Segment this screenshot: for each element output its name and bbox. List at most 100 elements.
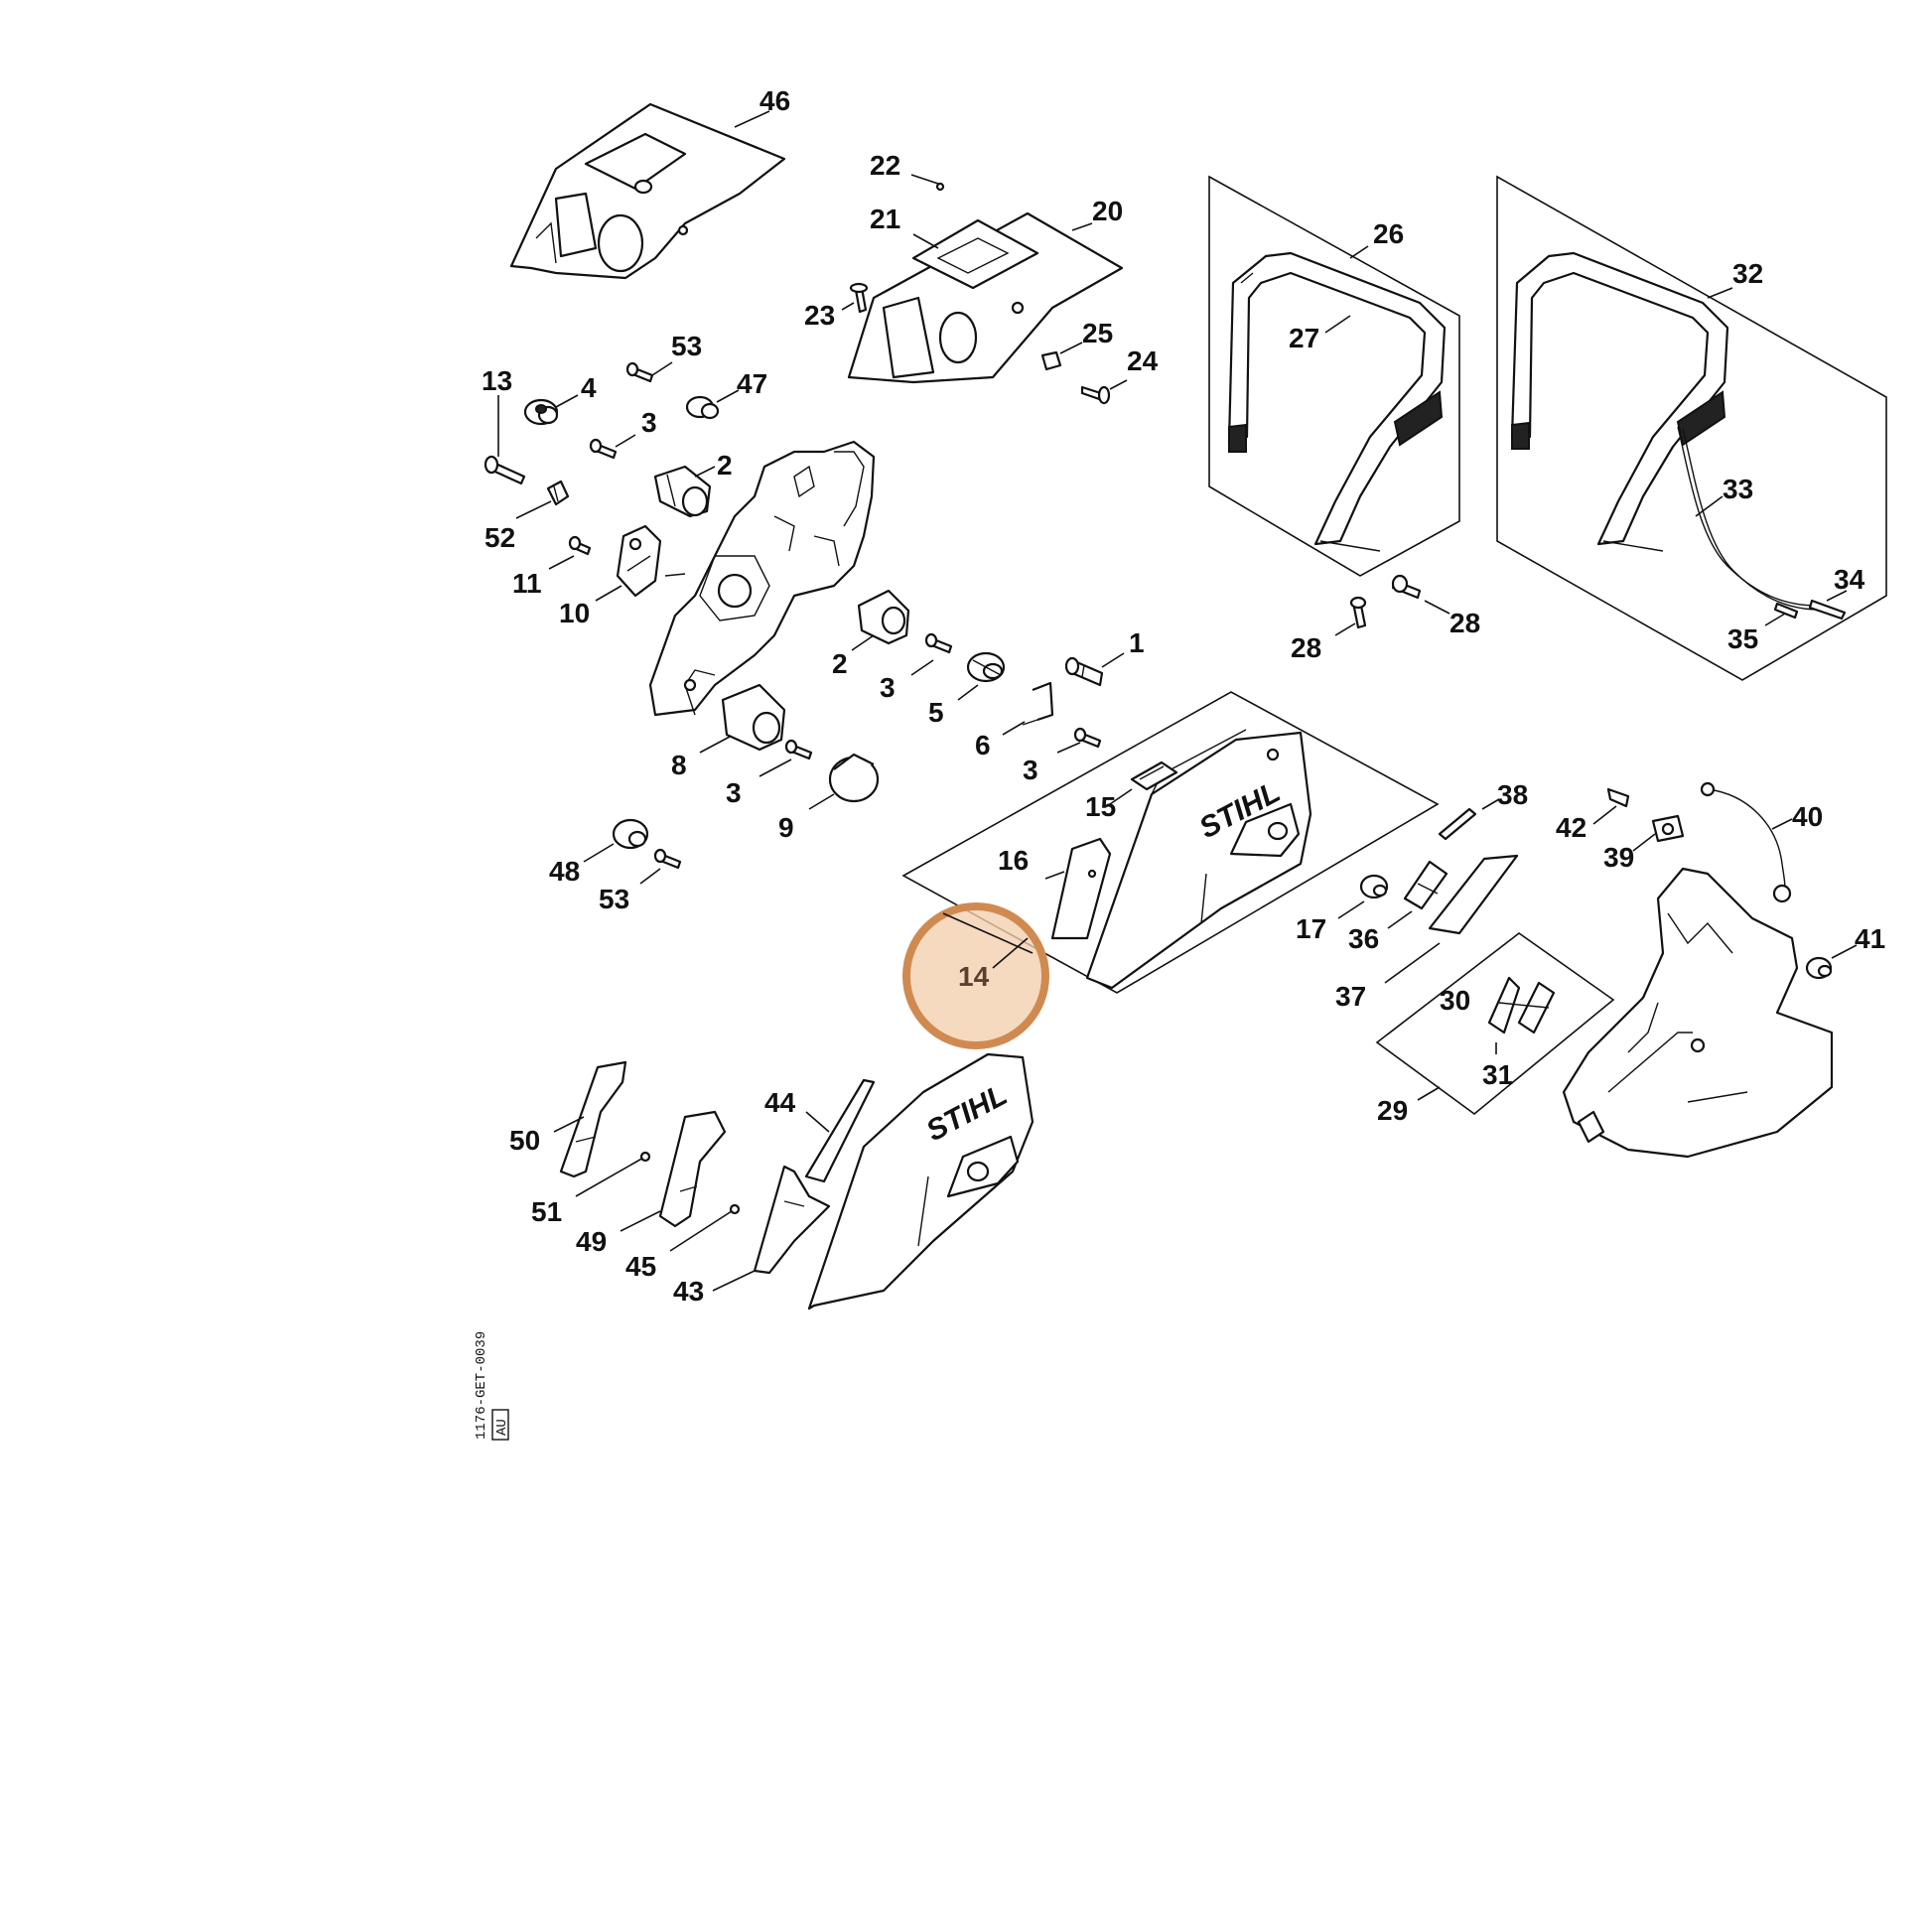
part-25-nut[interactable] [1040, 350, 1062, 371]
callout-42[interactable]: 42 [1556, 812, 1587, 843]
part-4-plug[interactable] [523, 398, 559, 426]
callout-48[interactable]: 48 [549, 856, 580, 887]
part-33-cable[interactable] [1677, 426, 1820, 611]
part-28-screw-a[interactable] [1391, 574, 1422, 600]
part-45-pin[interactable] [669, 1203, 741, 1252]
part-11-screw[interactable] [568, 535, 592, 556]
part-26-handle[interactable] [1227, 251, 1447, 552]
callout-1[interactable]: 1 [1129, 627, 1145, 658]
part-40-cable[interactable] [1700, 781, 1792, 903]
callout-30[interactable]: 30 [1440, 985, 1470, 1016]
part-28-screw-b[interactable] [1349, 596, 1367, 629]
callout-47[interactable]: 47 [737, 368, 767, 399]
highlight-14-circle[interactable] [902, 902, 1049, 1049]
callout-24[interactable]: 24 [1127, 345, 1159, 376]
part-52-clip[interactable] [546, 480, 570, 506]
part-2-buffer-top[interactable] [653, 465, 712, 518]
callout-9[interactable]: 9 [778, 812, 794, 843]
callout-6[interactable]: 6 [975, 730, 991, 760]
part-8-buffer[interactable] [721, 683, 786, 752]
callout-23[interactable]: 23 [804, 300, 835, 331]
part-39-pin[interactable] [1651, 814, 1685, 843]
callout-5[interactable]: 5 [928, 697, 944, 728]
part-50-guard[interactable] [559, 1060, 627, 1178]
part-37-guide-plate[interactable] [1428, 854, 1519, 935]
part-42-screw[interactable] [1606, 787, 1630, 808]
part-30-chain-catcher[interactable] [1487, 976, 1556, 1035]
part-22-pin[interactable] [910, 174, 945, 192]
callout-25[interactable]: 25 [1082, 318, 1113, 348]
part-3-screw-a[interactable] [589, 438, 618, 460]
callout-44[interactable]: 44 [764, 1087, 796, 1118]
callout-36[interactable]: 36 [1348, 923, 1379, 954]
part-51-pin[interactable] [575, 1151, 651, 1197]
part-13-screw[interactable] [483, 455, 526, 485]
part-38-pin[interactable] [1438, 807, 1477, 841]
callout-15[interactable]: 15 [1085, 791, 1116, 822]
callout-26[interactable]: 26 [1373, 218, 1404, 249]
part-34-ferrule[interactable] [1808, 599, 1847, 621]
part-2-buffer-mid[interactable] [857, 589, 910, 645]
callout-52[interactable]: 52 [484, 522, 515, 553]
part-32-handle[interactable] [1510, 251, 1729, 552]
part-3-screw-c[interactable] [1073, 727, 1102, 749]
part-24-screw[interactable] [1080, 385, 1111, 405]
part-5-sprocket[interactable] [966, 651, 1006, 683]
callout-40[interactable]: 40 [1792, 801, 1823, 832]
callout-49[interactable]: 49 [576, 1226, 607, 1257]
part-21-decal[interactable] [911, 218, 1039, 290]
part-20-cover[interactable] [847, 211, 1124, 384]
callout-2-mid[interactable]: 2 [832, 648, 848, 679]
part-35-ferrule[interactable] [1773, 602, 1799, 620]
callout-32[interactable]: 32 [1732, 258, 1763, 289]
callout-16[interactable]: 16 [998, 845, 1029, 876]
part-3-screw-d[interactable] [784, 739, 813, 760]
callout-28-left[interactable]: 28 [1291, 632, 1321, 663]
callout-3-a[interactable]: 3 [641, 407, 657, 438]
callout-35[interactable]: 35 [1727, 623, 1758, 654]
part-43-spike[interactable] [753, 1165, 831, 1275]
callout-3-d[interactable]: 3 [726, 777, 742, 808]
part-15-insert[interactable] [1130, 760, 1178, 791]
callout-46[interactable]: 46 [759, 85, 790, 116]
callout-50[interactable]: 50 [509, 1125, 540, 1156]
callout-3-c[interactable]: 3 [1023, 755, 1038, 785]
part-cover-lower[interactable]: STIHL [807, 1052, 1035, 1311]
part-46-shroud[interactable] [509, 102, 786, 280]
callout-41[interactable]: 41 [1855, 923, 1885, 954]
part-53-screw-top[interactable] [625, 361, 654, 383]
callout-28-right[interactable]: 28 [1449, 608, 1480, 638]
part-16-guide[interactable] [1050, 837, 1112, 940]
part-47-plug[interactable] [685, 395, 720, 420]
callout-53-top[interactable]: 53 [671, 331, 702, 361]
part-48-sprocket[interactable] [612, 818, 649, 850]
part-49-guard[interactable] [658, 1110, 727, 1228]
callout-21[interactable]: 21 [870, 204, 900, 234]
part-36-stud[interactable] [1403, 860, 1449, 910]
callout-45[interactable]: 45 [625, 1251, 656, 1282]
part-17-nut[interactable] [1359, 874, 1389, 899]
part-14-sprocket-cover[interactable]: STIHL [1085, 729, 1312, 990]
callout-34[interactable]: 34 [1834, 564, 1865, 595]
callout-13[interactable]: 13 [482, 365, 512, 396]
callout-33[interactable]: 33 [1723, 474, 1753, 504]
part-3-screw-b[interactable] [924, 632, 953, 654]
part-41-plug[interactable] [1805, 956, 1833, 980]
part-23-screw[interactable] [849, 282, 869, 314]
part-9-cap[interactable] [828, 753, 880, 803]
callout-17[interactable]: 17 [1296, 913, 1326, 944]
callout-11[interactable]: 11 [512, 568, 542, 599]
part-6-clip[interactable] [1022, 681, 1054, 726]
part-44-guide[interactable] [804, 1078, 876, 1183]
part-10-plate[interactable] [616, 524, 662, 598]
callout-29[interactable]: 29 [1377, 1095, 1408, 1126]
callout-37[interactable]: 37 [1335, 981, 1366, 1012]
callout-8[interactable]: 8 [671, 750, 687, 780]
callout-31[interactable]: 31 [1482, 1059, 1513, 1090]
callout-10[interactable]: 10 [559, 598, 590, 628]
callout-53-bottom[interactable]: 53 [599, 884, 629, 914]
highlight-14[interactable]: 14 [902, 902, 1049, 1049]
callout-38[interactable]: 38 [1497, 779, 1528, 810]
callout-20[interactable]: 20 [1092, 196, 1123, 226]
callout-2-top[interactable]: 2 [717, 450, 733, 481]
